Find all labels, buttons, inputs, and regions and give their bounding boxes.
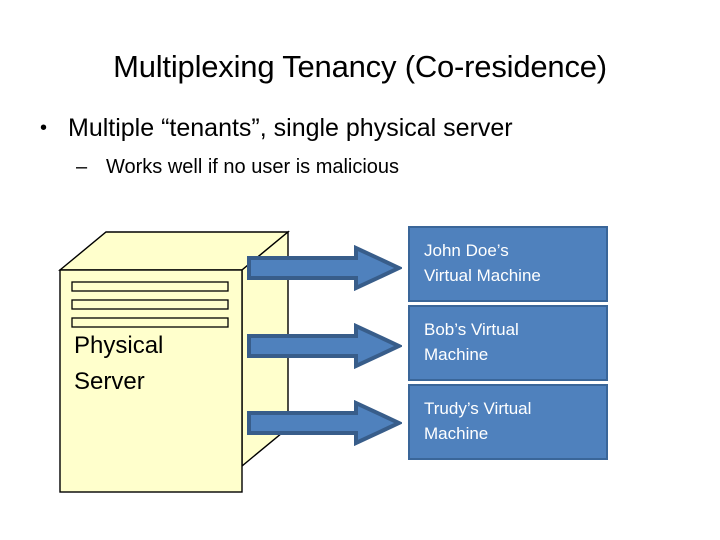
arrow-icon <box>247 323 402 369</box>
bullet-marker-dot: • <box>40 117 48 139</box>
bullet-text-level1: Multiple “tenants”, single physical serv… <box>68 114 513 142</box>
trudy-vm-box: Trudy’s Virtual Machine <box>408 384 608 460</box>
arrow-to-john-doe-vm <box>247 245 402 291</box>
physical-server-label: Physical Server <box>74 328 210 400</box>
physical-server-shape <box>58 230 290 493</box>
bullet-text-level2: Works well if no user is malicious <box>106 156 400 178</box>
bullet-marker-dash: – <box>76 156 88 178</box>
bullet-item-level2: – Works well if no user is malicious <box>32 154 692 180</box>
bullet-item-level1: • Multiple “tenants”, single physical se… <box>32 112 692 144</box>
arrow-to-trudy-vm <box>247 400 402 446</box>
vm-label-line-1: Bob’s Virtual <box>424 320 519 339</box>
vm-label-line-1: John Doe’s <box>424 241 509 260</box>
server-label-line-2: Server <box>74 368 145 395</box>
page-title: Multiplexing Tenancy (Co-residence) <box>113 49 607 84</box>
vm-label-line-2: Machine <box>424 424 489 443</box>
vm-label-line-1: Trudy’s Virtual <box>424 399 532 418</box>
john-doe-vm-box: John Doe’s Virtual Machine <box>408 226 608 302</box>
server-slot-2 <box>71 299 229 310</box>
arrow-icon <box>247 400 402 446</box>
server-slot-3 <box>71 317 229 328</box>
bullet-list: • Multiple “tenants”, single physical se… <box>32 112 692 180</box>
vm-label-line-2: Virtual Machine <box>424 266 541 285</box>
bob-vm-box: Bob’s Virtual Machine <box>408 305 608 381</box>
server-slot-1 <box>71 281 229 292</box>
arrow-icon <box>247 245 402 291</box>
vm-label-line-2: Machine <box>424 345 489 364</box>
server-label-line-1: Physical <box>74 332 164 359</box>
arrow-to-bob-vm <box>247 323 402 369</box>
